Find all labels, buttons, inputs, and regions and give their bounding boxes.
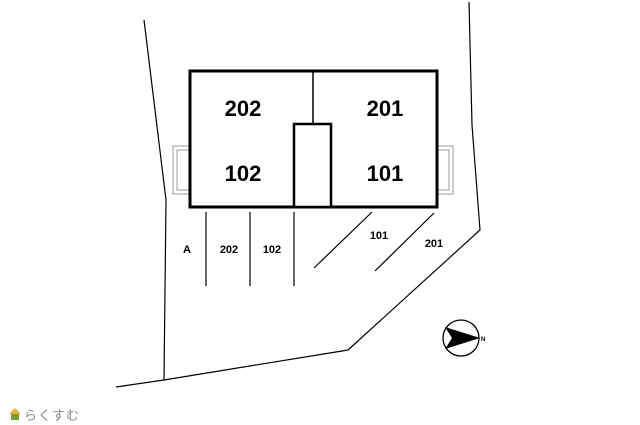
lot-boundary-east [115, 1, 481, 388]
unit-label-201: 201 [367, 96, 404, 121]
parking-lot-label-102: 102 [263, 244, 281, 256]
parking-divider-diagonal [374, 212, 435, 272]
stairwell [292, 122, 333, 209]
parking-lot-label-a: A [183, 244, 191, 256]
brand-watermark: らくすむ [8, 404, 80, 424]
parking-lot-label-201: 201 [425, 238, 443, 250]
brand-name: らくすむ [24, 408, 81, 424]
north-label: N [481, 337, 485, 343]
balcony-east [436, 145, 454, 195]
lot-boundary [143, 19, 167, 381]
balcony-west [172, 145, 190, 195]
parking-lot-label-101: 101 [370, 230, 388, 242]
unit-label-102: 102 [225, 161, 262, 186]
parking-divider-diagonal [313, 211, 373, 269]
unit-label-202: 202 [225, 96, 262, 121]
house-icon [9, 408, 21, 420]
parking-lot-label-202: 202 [220, 244, 238, 256]
north-arrow-icon: N [442, 319, 485, 357]
unit-label-101: 101 [367, 161, 404, 186]
